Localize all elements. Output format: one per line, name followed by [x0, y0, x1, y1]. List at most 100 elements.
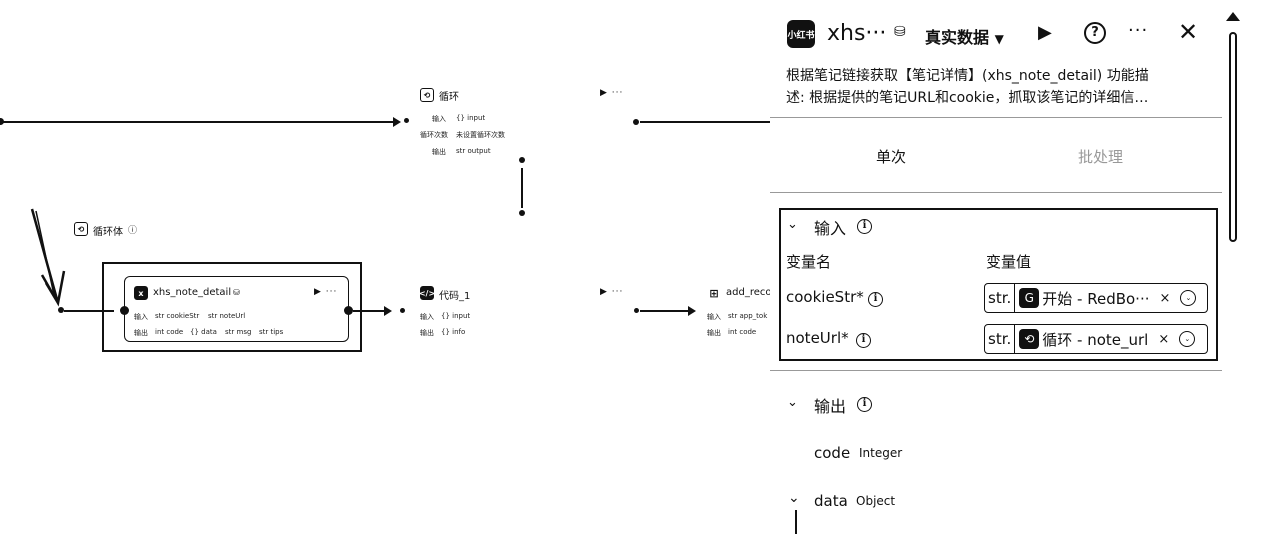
info-icon[interactable]: i — [857, 216, 872, 235]
type-label: str. — [985, 284, 1016, 312]
xhs-output-2: str msg — [225, 328, 252, 336]
input-section-toggle[interactable]: ⌄ — [787, 214, 798, 232]
add-node-title[interactable]: add_reco — [726, 287, 770, 298]
xhs-output-label: 输出 — [134, 329, 148, 337]
app-logo-icon: 小红书 — [787, 20, 815, 48]
code-input-value: {} input — [441, 312, 471, 320]
ref-value: 开始 - RedBo··· — [1042, 289, 1150, 308]
info-icon[interactable]: i — [868, 289, 883, 308]
code-node-icon: </> — [419, 286, 435, 300]
loop-body-icon: ⟲ — [74, 222, 88, 236]
loop-mode-value: 未设置循环次数 — [456, 131, 505, 139]
loop-output-label: 输出 — [432, 148, 446, 156]
loop-port-body[interactable] — [519, 210, 525, 216]
select-icon[interactable]: ⌄ — [1180, 290, 1197, 306]
loop-node-icon: ⟲ — [420, 88, 434, 102]
output-type-data: Object — [856, 494, 896, 508]
help-icon[interactable]: ? — [1084, 22, 1106, 44]
code-node-actions[interactable]: ▶ ··· — [600, 287, 624, 297]
loop-port-bottom[interactable] — [519, 157, 525, 163]
chevron-down-icon: ⌄ — [787, 395, 798, 410]
loop-body-label[interactable]: 循环体 — [93, 227, 123, 238]
scroll-up-icon[interactable] — [1226, 12, 1240, 21]
port-out[interactable] — [0, 118, 4, 125]
port-in[interactable] — [404, 118, 409, 123]
output-data-toggle[interactable]: ⌄ — [788, 490, 800, 506]
var-name-noteUrl: noteUrl* — [786, 329, 849, 347]
loop-body-port-left[interactable] — [58, 307, 64, 313]
edge-body-in — [64, 310, 114, 312]
arrow-head — [393, 117, 401, 127]
add-input-value: str app_tok — [728, 312, 768, 320]
loop-node-icon: ⟲ — [1019, 329, 1040, 349]
edge-xhs-out — [353, 310, 388, 312]
info-icon[interactable]: i — [857, 394, 872, 413]
app-name: xhs··· — [827, 21, 887, 46]
divider — [770, 370, 1222, 371]
description-line-1: 根据笔记链接获取【笔记详情】(xhs_note_detail) 功能描 — [786, 68, 1149, 84]
xhs-output-3: str tips — [259, 328, 284, 336]
close-icon[interactable]: ✕ — [1178, 18, 1199, 46]
code-output-label: 输出 — [420, 329, 434, 337]
xhs-port-in[interactable] — [120, 306, 129, 315]
add-output-value: int code — [728, 328, 757, 336]
clear-icon[interactable]: × — [1158, 331, 1170, 347]
code-input-label: 输入 — [420, 313, 434, 321]
output-section-toggle[interactable]: ⌄ — [787, 392, 798, 410]
loop-node-title[interactable]: 循环 — [439, 92, 459, 103]
data-mode-label: 真实数据 — [925, 28, 990, 47]
loop-port-out[interactable] — [633, 119, 639, 125]
tab-single[interactable]: 单次 — [876, 148, 907, 166]
xhs-node-title[interactable]: xhs_note_detail — [153, 287, 232, 298]
loop-mode-label: 循环次数 — [420, 131, 448, 139]
col-var-name: 变量名 — [786, 253, 832, 271]
xhs-node-actions[interactable]: ▶ ··· — [314, 287, 338, 297]
tab-batch[interactable]: 批处理 — [1078, 148, 1124, 166]
edge-start-loop — [0, 121, 395, 123]
description-line-2: 述: 根据提供的笔记URL和cookie，抓取该笔记的详细信… — [786, 90, 1149, 106]
chevron-down-icon: ⌄ — [787, 217, 798, 232]
input-section-title: 输入 — [814, 219, 847, 238]
output-type-code: Integer — [859, 446, 903, 460]
var-value-cookieStr[interactable]: str. G 开始 - RedBo··· × ⌄ — [984, 283, 1208, 313]
xhs-output-1: {} data — [190, 328, 217, 336]
edge-loop-next — [640, 121, 770, 123]
data-icon: ⛁ — [894, 24, 906, 40]
col-var-value: 变量值 — [986, 253, 1032, 271]
loop-input-value: {} input — [456, 114, 486, 122]
more-icon[interactable]: ··· — [1128, 20, 1149, 41]
xhs-input-label: 输入 — [134, 313, 148, 321]
add-output-label: 输出 — [707, 329, 721, 337]
loop-output-value: str output — [456, 147, 491, 155]
xhs-port-out[interactable] — [344, 306, 353, 315]
data-mode-select[interactable]: 真实数据 ▼ — [925, 24, 1004, 48]
code-node-title[interactable]: 代码_1 — [439, 291, 471, 302]
xhs-output-0: int code — [155, 328, 184, 336]
xhs-input-0: str cookieStr — [155, 312, 200, 320]
loop-node-actions[interactable]: ▶ ··· — [600, 88, 624, 98]
xhs-node-badge: ⛁ — [233, 288, 240, 297]
loop-input-label: 输入 — [432, 115, 446, 123]
output-name-data: data — [814, 492, 848, 510]
xhs-node-icon: x — [134, 286, 148, 300]
select-icon[interactable]: ⌄ — [1179, 331, 1196, 347]
info-icon[interactable]: i — [856, 330, 871, 349]
var-name-cookieStr: cookieStr* — [786, 288, 864, 306]
panel-scrollbar[interactable] — [1229, 32, 1237, 242]
code-output-value: {} info — [441, 328, 466, 336]
code-port-out[interactable] — [634, 308, 639, 313]
chevron-down-icon: ⌄ — [788, 490, 800, 506]
ref-value: 循环 - note_url — [1042, 330, 1149, 349]
code-port-in[interactable] — [400, 308, 405, 313]
input-section — [779, 208, 1218, 361]
var-value-noteUrl[interactable]: str. ⟲ 循环 - note_url × ⌄ — [984, 324, 1208, 354]
workflow-canvas[interactable]: ⟲ 循环 输入 {} input 循环次数 未设置循环次数 输出 str out… — [0, 0, 770, 534]
loop-body-info-icon[interactable]: ⓘ — [128, 226, 138, 236]
xhs-input-1: str noteUrl — [208, 312, 246, 320]
loop-body-frame[interactable] — [102, 262, 362, 352]
divider — [770, 117, 1222, 118]
clear-icon[interactable]: × — [1159, 290, 1171, 306]
add-arrow-head — [688, 306, 696, 316]
play-icon[interactable]: ▶ — [1038, 22, 1052, 43]
tree-line — [795, 510, 797, 534]
